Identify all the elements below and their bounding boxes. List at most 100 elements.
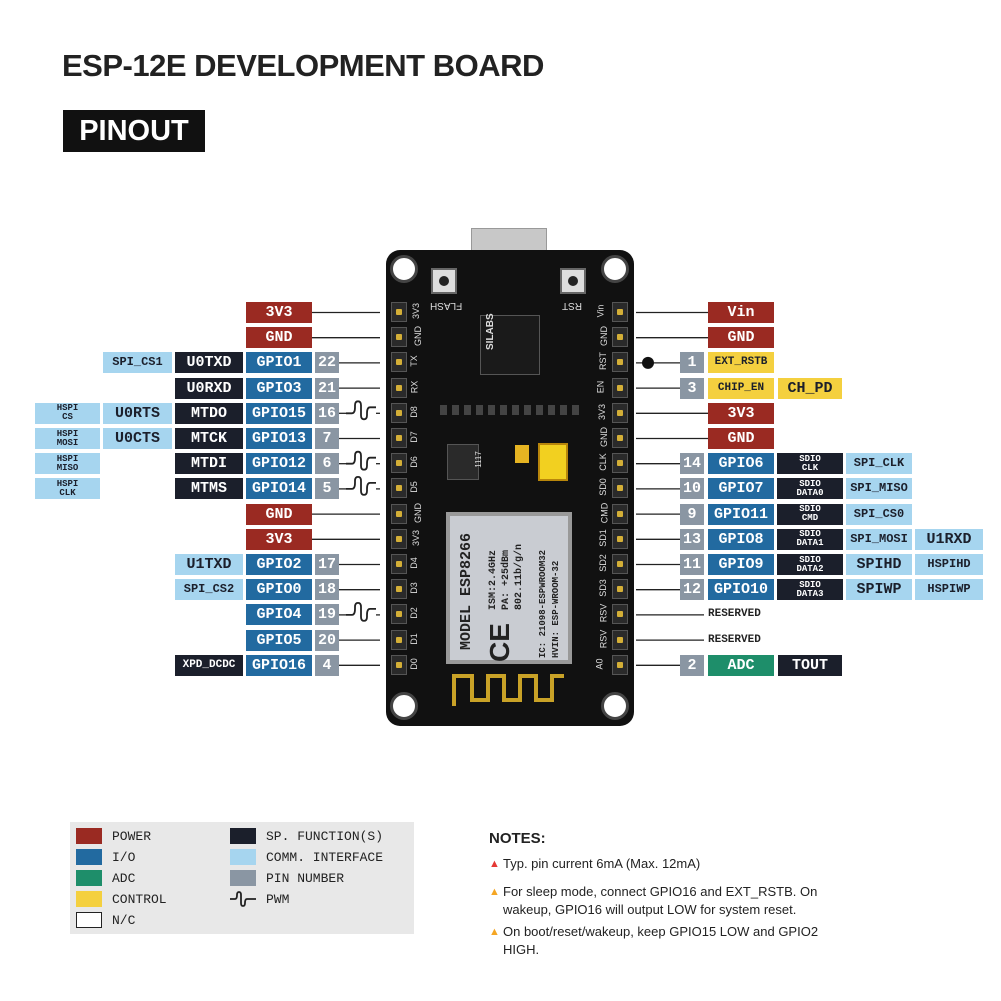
right-header-pin xyxy=(612,302,628,322)
right-silk-label: 3V3 xyxy=(597,403,608,420)
note-text: On boot/reset/wakeup, keep GPIO15 LOW an… xyxy=(503,924,819,957)
left-header-pin xyxy=(391,503,407,524)
note-text: Typ. pin current 6mA (Max. 12mA) xyxy=(503,856,701,871)
pin-number: 10 xyxy=(680,478,704,500)
pinout-badge: PINOUT xyxy=(63,110,205,152)
right-header-pin xyxy=(612,327,628,348)
reserved-label: RESERVED xyxy=(708,608,761,621)
comm-interface-label: SPI_CLK xyxy=(846,453,912,475)
right-header-pin xyxy=(612,528,628,549)
comm-interface-label-line: HSPI xyxy=(56,428,79,439)
legend-item: ADC xyxy=(76,870,135,886)
right-header-pin xyxy=(612,453,628,474)
right-header-pin xyxy=(612,428,628,448)
smd-resistor-row xyxy=(440,405,590,417)
control-label: CHIP_EN xyxy=(708,377,774,399)
left-silk-label: GND xyxy=(413,502,423,523)
right-silk-label: SD1 xyxy=(597,529,608,547)
right-header-pin xyxy=(612,352,628,373)
left-header-pin xyxy=(391,604,407,625)
antenna-trace xyxy=(452,674,564,706)
reset-button[interactable] xyxy=(560,268,586,294)
rst-label: RST xyxy=(562,300,582,311)
warning-icon: ▲ xyxy=(489,926,500,938)
pwm-icon xyxy=(346,601,376,622)
pwm-icon xyxy=(346,475,376,496)
comm-interface-label: SPI_CS1 xyxy=(103,352,172,374)
pin-number: 16 xyxy=(315,402,339,424)
pwm-icon xyxy=(346,400,376,421)
warning-icon: ▲ xyxy=(489,886,500,898)
pin-number: 14 xyxy=(680,453,704,475)
pin-number: 13 xyxy=(680,528,704,550)
mount-hole-tl xyxy=(390,255,418,283)
right-header-pin xyxy=(612,604,628,625)
capacitor xyxy=(538,443,568,481)
left-header-pin xyxy=(391,302,407,322)
special-function-label: MTCK xyxy=(175,428,243,449)
right-silk-label: GND xyxy=(599,326,609,347)
right-silk-label: CLK xyxy=(597,453,608,471)
left-header-pin xyxy=(391,453,407,474)
right-silk-label: Vin xyxy=(595,304,606,318)
legend-swatch xyxy=(76,870,102,886)
pin-number: 3 xyxy=(680,377,704,399)
special-function-label: MTMS xyxy=(175,478,243,500)
smd-component xyxy=(452,405,459,415)
left-header-pin xyxy=(391,428,407,448)
legend-label: N/C xyxy=(112,912,136,928)
special-function-label: U0TXD xyxy=(175,352,243,374)
left-header-pin xyxy=(391,654,407,675)
mount-hole-bl xyxy=(390,692,418,720)
comm-interface-alt-label: HSPIWP xyxy=(915,579,983,601)
gpio-label: GPIO7 xyxy=(708,478,774,500)
right-header-pin xyxy=(612,478,628,499)
comm-interface-alt-label: HSPIHD xyxy=(915,554,983,575)
special-function-label: TOUT xyxy=(778,654,842,676)
right-silk-label: SD0 xyxy=(597,478,608,497)
pin-number: 22 xyxy=(315,352,339,374)
legend-label: ADC xyxy=(112,870,136,886)
left-silk-label: D0 xyxy=(408,658,419,670)
gpio-label: GPIO14 xyxy=(246,478,312,500)
smd-component xyxy=(536,405,543,415)
left-header-pin xyxy=(391,377,407,398)
legend-item: PIN NUMBER xyxy=(230,870,344,886)
smd-component xyxy=(572,405,579,415)
legend-label: POWER xyxy=(112,828,152,844)
smd-component xyxy=(488,405,495,415)
special-function-alt-label: U0RTS xyxy=(103,402,172,424)
left-silk-label: TX xyxy=(408,355,419,368)
gpio-label: GPIO9 xyxy=(708,554,774,575)
left-silk-label: RX xyxy=(409,380,420,393)
legend-label: PWM xyxy=(266,891,290,907)
flash-button[interactable] xyxy=(431,268,457,294)
comm-interface-label-line: CLK xyxy=(59,487,76,498)
right-header-pin xyxy=(612,579,628,600)
special-function-label: XPD_DCDC xyxy=(175,654,243,676)
left-header-pin xyxy=(391,579,407,600)
comm-interface-label: SPIWP xyxy=(846,579,912,601)
special-function-label: MTDI xyxy=(175,453,243,475)
page-title: ESP-12E DEVELOPMENT BOARD xyxy=(62,48,544,83)
legend-item: SP. FUNCTION(S) xyxy=(230,828,383,844)
comm-interface-label: SPI_CS2 xyxy=(175,579,243,601)
pin-number: 9 xyxy=(680,503,704,525)
power-label: 3V3 xyxy=(708,402,774,424)
special-function-label-line: SDIO xyxy=(799,478,821,489)
right-header-pin xyxy=(612,503,628,524)
gpio-label: GPIO4 xyxy=(246,604,312,626)
note-text: For sleep mode, connect GPIO16 and EXT_R… xyxy=(503,884,818,917)
module-id-1: IC: 21098-ESPWROOM32 xyxy=(538,549,548,658)
special-function-label-line: CLK xyxy=(801,462,819,473)
notes-heading: NOTES: xyxy=(489,830,546,847)
module-spec-1: ISM:2.4GHz xyxy=(488,549,499,610)
ce-mark: CE xyxy=(484,623,515,662)
mount-hole-tr xyxy=(601,255,629,283)
legend-item: I/O xyxy=(76,849,135,865)
left-silk-label: D3 xyxy=(408,582,419,594)
right-header-pin xyxy=(612,629,628,650)
